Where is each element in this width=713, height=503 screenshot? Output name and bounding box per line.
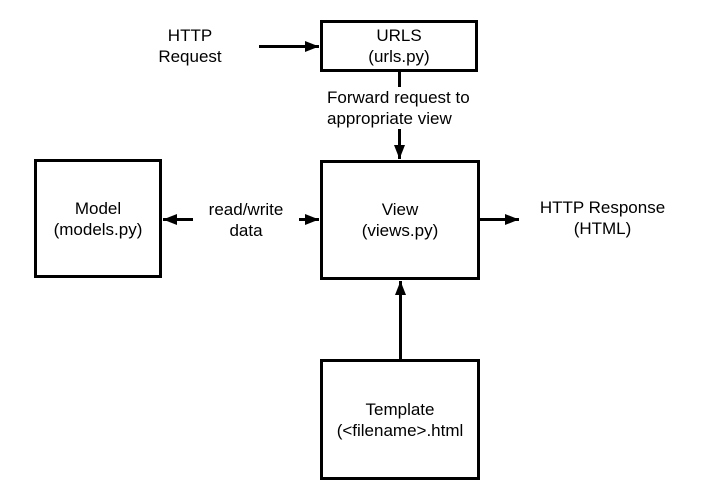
view-box: View (views.py) [320, 160, 480, 280]
model-box: Model (models.py) [34, 159, 162, 278]
template-box-subtitle: (<filename>.html [336, 420, 464, 440]
urls-box-subtitle: (urls.py) [368, 47, 430, 66]
model-box-title: Model [74, 198, 122, 218]
model-box-subtitle: (models.py) [53, 219, 143, 239]
read-write-data-label: read/write data [193, 199, 299, 241]
forward-request-label: Forward request to appropriate view [324, 87, 473, 129]
http-request-label: HTTP Request [158, 26, 222, 66]
http-response-label: HTTP Response (HTML) [539, 198, 666, 238]
view-box-title: View [381, 200, 419, 219]
template-box: Template (<filename>.html [320, 359, 480, 480]
template-box-title: Template [365, 399, 435, 419]
urls-box: URLS (urls.py) [320, 20, 478, 72]
urls-box-title: URLS [376, 26, 422, 45]
view-box-subtitle: (views.py) [361, 221, 439, 240]
